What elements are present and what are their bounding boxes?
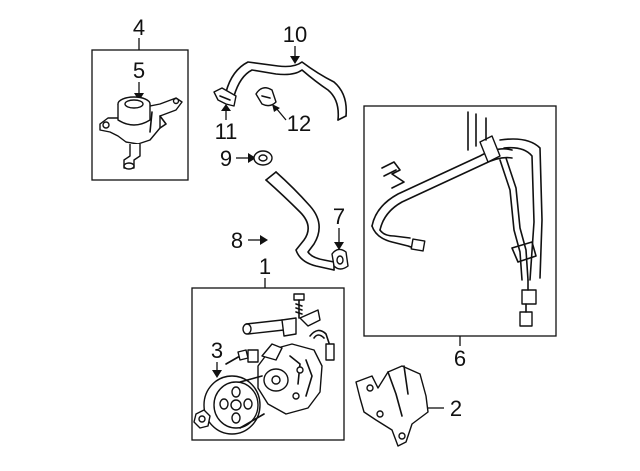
bracket-2 bbox=[355, 365, 444, 447]
callout-6: 6 bbox=[454, 346, 466, 371]
reservoir-part bbox=[99, 96, 183, 170]
pump-box bbox=[191, 287, 345, 441]
callout-9-arrow bbox=[248, 153, 256, 163]
pump-group bbox=[191, 278, 345, 441]
callout-12-arrow bbox=[272, 104, 280, 112]
return-hose-10 bbox=[225, 46, 348, 121]
pressure-hose-part bbox=[371, 111, 543, 327]
clamp-11 bbox=[213, 87, 237, 120]
callout-10: 10 bbox=[283, 22, 307, 47]
reservoir-group bbox=[91, 38, 189, 181]
callout-12: 12 bbox=[287, 111, 311, 136]
callout-7: 7 bbox=[333, 204, 345, 229]
callout-5: 5 bbox=[133, 58, 145, 83]
callout-11: 11 bbox=[215, 119, 238, 144]
reservoir-box bbox=[91, 49, 189, 181]
suction-hose-8 bbox=[248, 171, 335, 271]
callout-12-leader bbox=[275, 107, 287, 121]
callout-10-arrow bbox=[290, 56, 300, 64]
callout-3: 3 bbox=[211, 338, 223, 363]
callout-4: 4 bbox=[133, 15, 145, 40]
callout-3-arrow bbox=[212, 370, 222, 378]
callout-9: 9 bbox=[220, 146, 232, 171]
pressure-hose-group bbox=[363, 105, 557, 346]
callout-11-arrow bbox=[221, 104, 231, 111]
callout-2: 2 bbox=[450, 396, 462, 421]
callout-1: 1 bbox=[259, 254, 271, 279]
callout-8: 8 bbox=[231, 228, 243, 253]
callout-8-arrow bbox=[260, 235, 268, 245]
clamp-7 bbox=[331, 228, 349, 270]
clamp-9 bbox=[236, 150, 273, 166]
callout-7-arrow bbox=[334, 242, 344, 250]
clamp-12 bbox=[255, 87, 287, 121]
